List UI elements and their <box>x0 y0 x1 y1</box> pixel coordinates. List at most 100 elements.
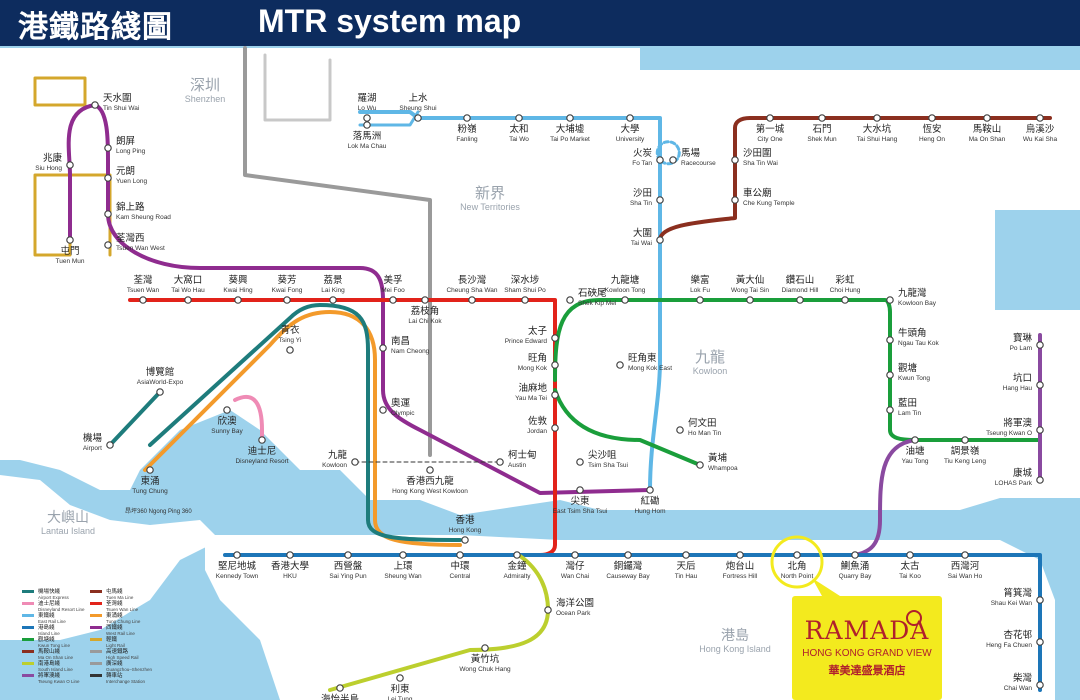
station-name-en: Kennedy Town <box>216 573 259 580</box>
station-marker <box>656 236 664 244</box>
station-marker <box>886 371 894 379</box>
station-name-en: Chai Wan <box>1004 685 1033 692</box>
station-name-zh: 筲箕灣 <box>1003 587 1032 599</box>
hotel-badge[interactable]: RAMADA HONG KONG GRAND VIEW 華美達盛景酒店 <box>792 596 942 700</box>
station-marker <box>1036 681 1044 689</box>
station[interactable]: 海怡半島South Horizons <box>318 684 363 700</box>
